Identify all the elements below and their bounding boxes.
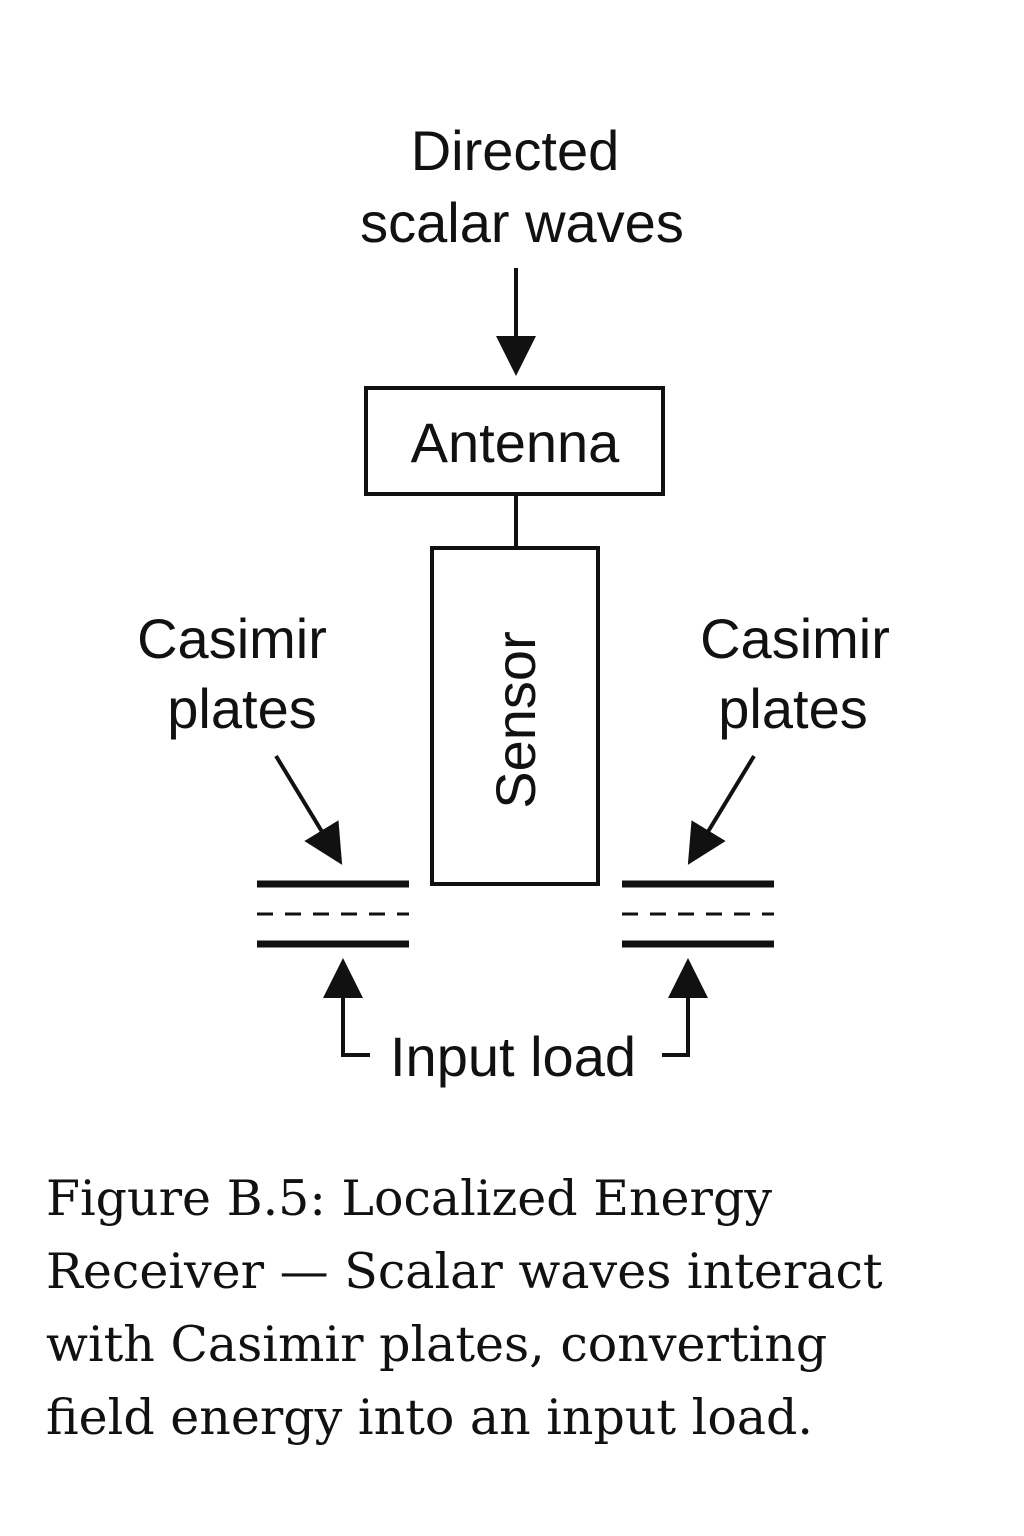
antenna-label: Antenna bbox=[411, 411, 620, 474]
left-plates-arrow bbox=[274, 754, 343, 865]
caption-line-4: field energy into an input load. bbox=[46, 1389, 813, 1446]
top-label-line2: scalar waves bbox=[360, 191, 684, 254]
left-casimir-plates bbox=[257, 880, 409, 948]
left-plates-label-line1: Casimir bbox=[137, 607, 327, 670]
sensor-label: Sensor bbox=[484, 631, 547, 808]
caption-line-2: Receiver — Scalar waves interact bbox=[46, 1243, 883, 1300]
caption-line-3: with Casimir plates, converting bbox=[46, 1316, 828, 1373]
top-label-line1: Directed bbox=[411, 119, 620, 182]
right-plates-label-line1: Casimir bbox=[700, 607, 890, 670]
right-plates-arrow bbox=[687, 754, 756, 865]
right-input-load-arrow bbox=[662, 958, 708, 1057]
right-plates-label-line2: plates bbox=[718, 677, 867, 740]
sensor-box bbox=[430, 546, 600, 886]
left-input-load-arrow bbox=[323, 958, 370, 1057]
caption-line-1: Figure B.5: Localized Energy bbox=[46, 1170, 773, 1227]
right-casimir-plates bbox=[622, 880, 774, 948]
input-load-label: Input load bbox=[390, 1025, 636, 1088]
figure-caption: Figure B.5: Localized Energy Receiver — … bbox=[46, 1162, 986, 1454]
left-plates-label-line2: plates bbox=[167, 677, 316, 740]
